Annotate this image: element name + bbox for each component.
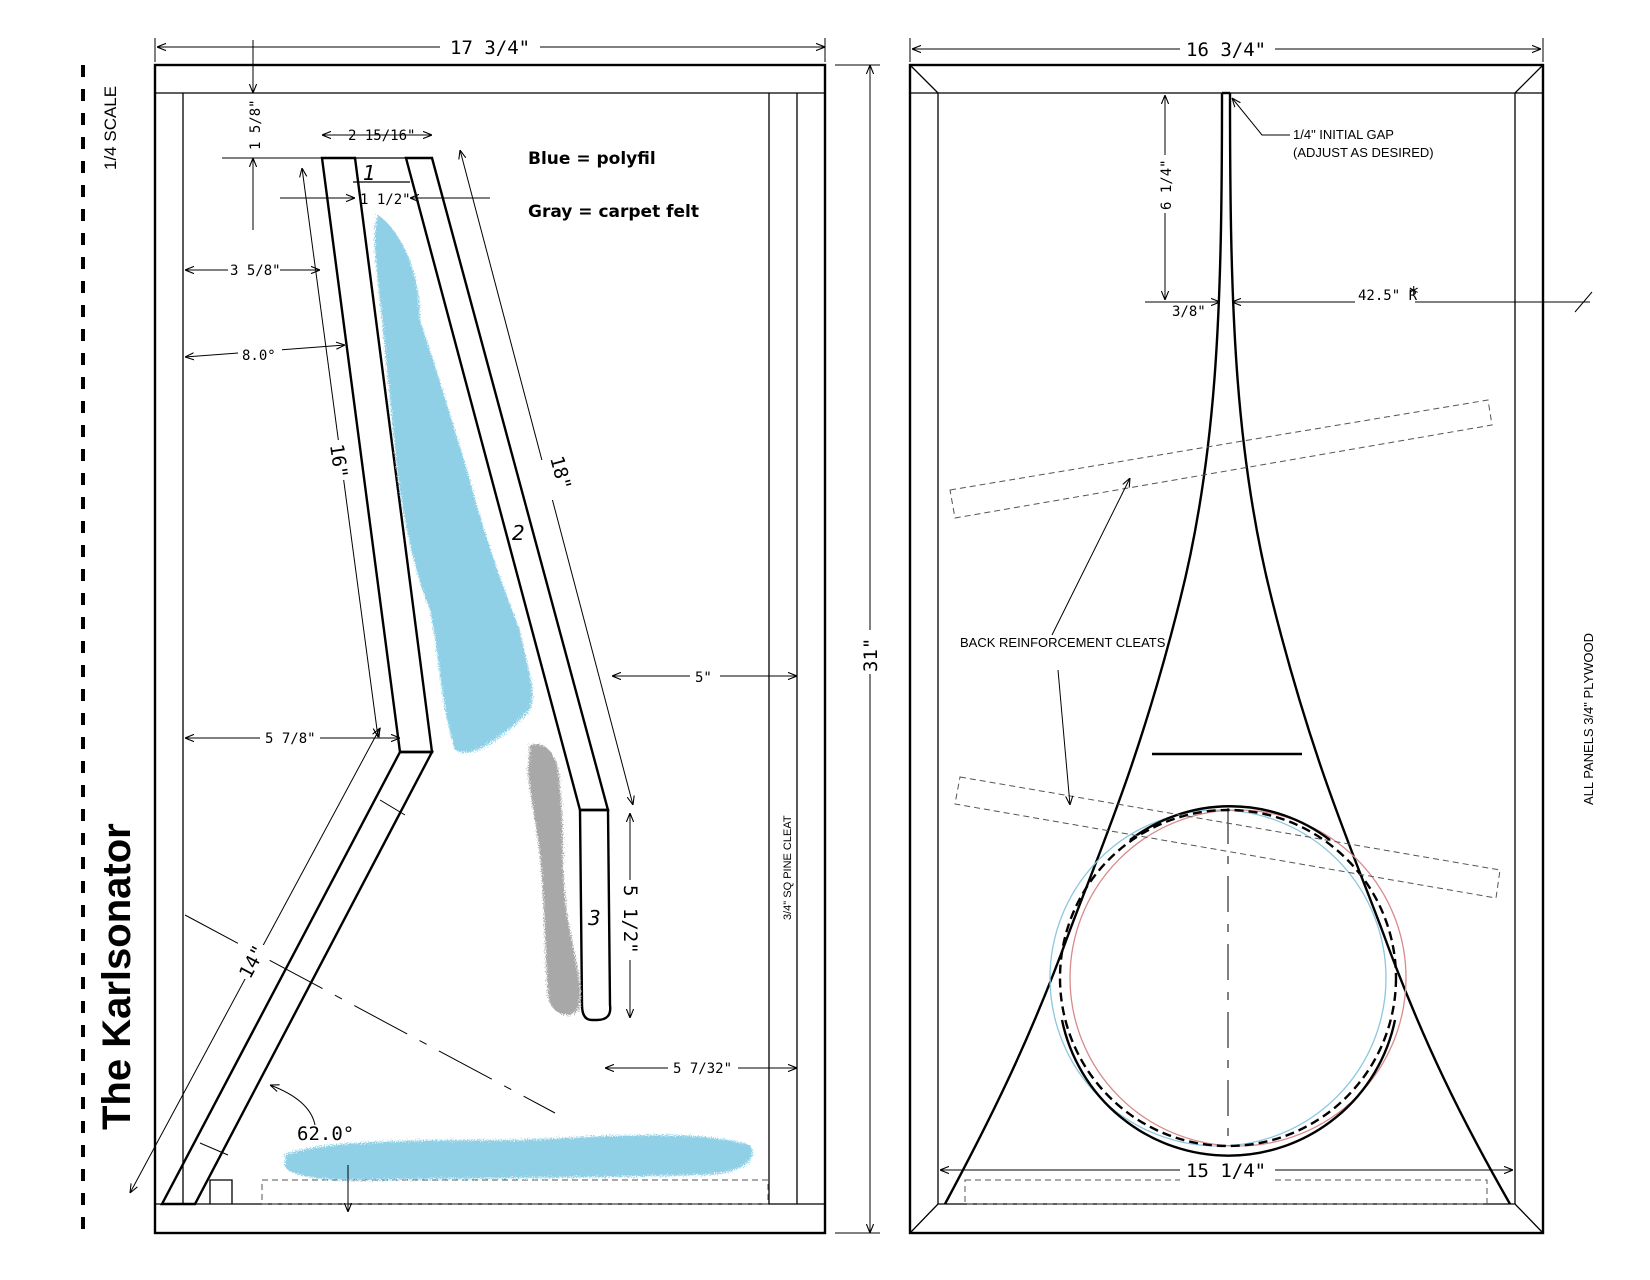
dim-mouth-width: 2 15/16" bbox=[348, 128, 415, 144]
dim-panel-16: 16" bbox=[325, 443, 352, 480]
front-dimension-labels: 16 3/4" 1/4" INITIAL GAP (ADJUST AS DESI… bbox=[960, 38, 1596, 1182]
dim-5-7-32: 5 7/32" bbox=[673, 1061, 732, 1077]
cleat-bottom bbox=[964, 1179, 1488, 1205]
horn-flare bbox=[943, 91, 1512, 1205]
dim-height: 31" bbox=[860, 638, 882, 672]
gap-note-1: 1/4" INITIAL GAP bbox=[1293, 127, 1394, 142]
panel-label-3: 3 bbox=[588, 906, 601, 930]
carpet-felt-fill bbox=[528, 744, 581, 1015]
front-view: 16 3/4" 1/4" INITIAL GAP (ADJUST AS DESI… bbox=[908, 38, 1596, 1235]
dimension-lines-front bbox=[909, 38, 1593, 1170]
gap-note-2: (ADJUST AS DESIRED) bbox=[1293, 145, 1434, 160]
circle-blue bbox=[1049, 809, 1387, 1147]
dim-width-side: 17 3/4" bbox=[450, 37, 530, 59]
front-cabinet-outline bbox=[908, 63, 1545, 1235]
scale-label: 1/4 SCALE bbox=[101, 86, 120, 170]
side-cabinet-outline bbox=[153, 63, 827, 1235]
radius-asterisk: * bbox=[1408, 283, 1419, 305]
dim-3-8: 3/8" bbox=[1172, 304, 1206, 320]
cleat-label: 3/4" SQ PINE CLEAT bbox=[782, 815, 794, 920]
dim-width-front: 16 3/4" bbox=[1186, 39, 1266, 61]
dim-throat-width: 1 1/2" bbox=[360, 192, 411, 208]
plywood-note: ALL PANELS 3/4" PLYWOOD bbox=[1581, 633, 1596, 805]
dim-angle-8: 8.0° bbox=[242, 348, 276, 364]
dim-5-7-8: 5 7/8" bbox=[265, 731, 316, 747]
panel-label-2: 2 bbox=[512, 521, 525, 545]
dim-6-1-4: 6 1/4" bbox=[1159, 159, 1175, 210]
legend-felt: Gray = carpet felt bbox=[528, 202, 699, 222]
panel-3 bbox=[578, 808, 612, 1022]
polyfil-region-bottom bbox=[285, 1135, 753, 1181]
legend-polyfil: Blue = polyfil bbox=[528, 149, 656, 169]
dim-top-offset: 1 5/8" bbox=[248, 99, 264, 150]
dim-5: 5" bbox=[695, 670, 712, 686]
back-cleats bbox=[949, 399, 1501, 1205]
dim-angle-62: 62.0° bbox=[297, 1123, 354, 1145]
centre-line bbox=[184, 914, 556, 1114]
cleat-upper bbox=[949, 399, 1493, 519]
polyfil-fill bbox=[285, 215, 753, 1181]
driver-circles bbox=[1049, 805, 1407, 1157]
drawing-title: The Karlsonator bbox=[95, 823, 139, 1130]
cleats-note: BACK REINFORCEMENT CLEATS bbox=[960, 635, 1166, 650]
panel-label-1: 1 bbox=[363, 161, 376, 185]
dim-3-5-8: 3 5/8" bbox=[230, 263, 281, 279]
side-dimension-labels: 17 3/4" 1 5/8" 2 15/16" 1 1/2" 3 5/8" 8.… bbox=[228, 36, 882, 1145]
corner-block bbox=[209, 1179, 233, 1204]
dim-panel-5-1-2: 5 1/2" bbox=[619, 885, 641, 954]
dim-15-1-4: 15 1/4" bbox=[1186, 1160, 1266, 1182]
bottom-cleat-dashed bbox=[261, 1179, 769, 1205]
dim-radius: 42.5" R bbox=[1358, 288, 1418, 304]
cleat-lower bbox=[954, 776, 1501, 899]
side-view: 17 3/4" 1 5/8" 2 15/16" 1 1/2" 3 5/8" 8.… bbox=[130, 36, 882, 1235]
